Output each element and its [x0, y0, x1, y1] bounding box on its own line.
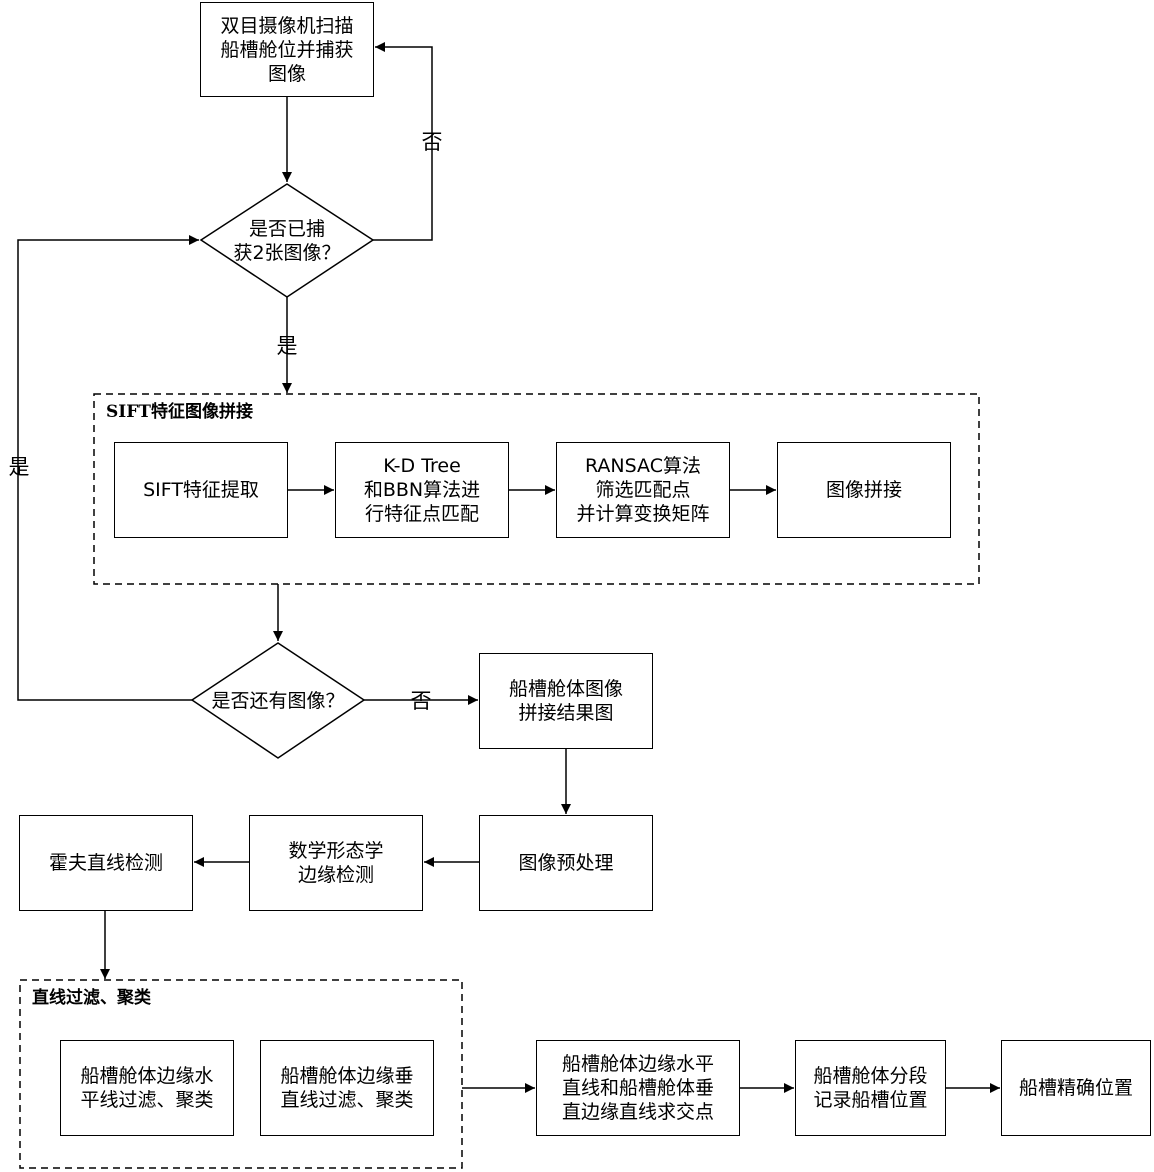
label-yes-continue: 是: [275, 334, 299, 358]
kd-tree-match-step: K-D Tree 和BBN算法进 行特征点匹配: [335, 442, 509, 538]
segment-record-step: 船槽舱体分段 记录船槽位置: [795, 1040, 946, 1136]
hough-line-step: 霍夫直线检测: [19, 815, 193, 911]
preprocess-step: 图像预处理: [479, 815, 653, 911]
label-no-retry: 否: [420, 130, 444, 154]
vertical-filter-step: 船槽舱体边缘垂 直线过滤、聚类: [260, 1040, 434, 1136]
decision-more-images: 是否还有图像？: [192, 643, 364, 758]
sift-extract-step: SIFT特征提取: [114, 442, 288, 538]
capture-step: 双目摄像机扫描 船槽舱位并捕获 图像: [200, 2, 374, 97]
sift-group-title: SIFT特征图像拼接: [106, 402, 253, 422]
stitch-result-step: 船槽舱体图像 拼接结果图: [479, 653, 653, 749]
ransac-step: RANSAC算法 筛选匹配点 并计算变换矩阵: [556, 442, 730, 538]
line-group-title: 直线过滤、聚类: [32, 988, 151, 1008]
morphology-edge-step: 数学形态学 边缘检测: [249, 815, 423, 911]
final-position-step: 船槽精确位置: [1001, 1040, 1151, 1136]
label-yes-loop: 是: [7, 455, 31, 479]
label-no-done: 否: [409, 689, 433, 713]
decision-two-images: 是否已捕 获2张图像？: [201, 184, 373, 297]
intersection-step: 船槽舱体边缘水平 直线和船槽舱体垂 直边缘直线求交点: [536, 1040, 740, 1136]
horizontal-filter-step: 船槽舱体边缘水 平线过滤、聚类: [60, 1040, 234, 1136]
image-stitch-step: 图像拼接: [777, 442, 951, 538]
